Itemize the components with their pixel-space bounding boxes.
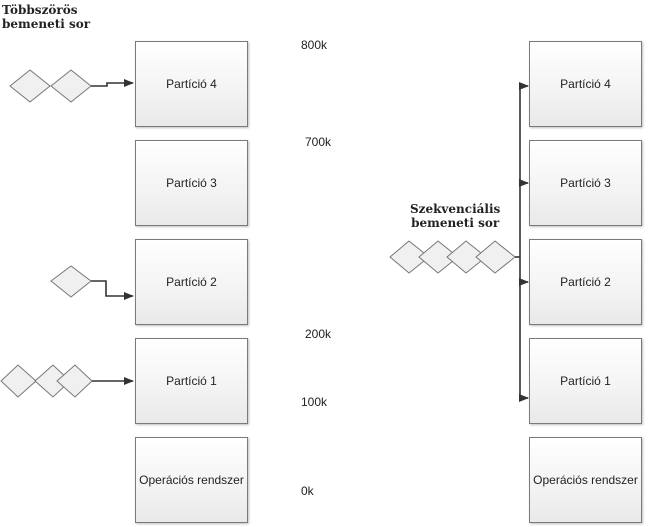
right-partition-3: Partíció 3 [529, 140, 642, 226]
queue-partition-2 [50, 265, 134, 300]
right-partition-2-label: Partíció 2 [560, 275, 611, 289]
address-0k: 0k [301, 484, 314, 498]
left-partition-2-label: Partíció 2 [166, 275, 217, 289]
address-700k: 700k [305, 135, 332, 149]
job-diamond [56, 364, 93, 398]
sequential-queue-title-line2: bemeneti sor [411, 216, 500, 230]
left-partition-1: Partíció 1 [135, 338, 248, 424]
right-partition-4: Partíció 4 [529, 41, 642, 127]
job-diamond [475, 240, 516, 274]
left-partition-4-label: Partíció 4 [166, 77, 217, 91]
left-partition-1-label: Partíció 1 [166, 374, 217, 388]
multiple-queue-title: Többszörös bemeneti sor [2, 3, 90, 31]
job-diamond [50, 265, 92, 298]
right-os-label: Operációs rendszer [533, 473, 638, 487]
arrow-to-partition-4 [91, 79, 134, 87]
left-partition-3: Partíció 3 [135, 140, 248, 226]
sequential-queue [389, 82, 529, 402]
job-diamond [9, 69, 51, 103]
multiple-queue-title-line1: Többszörös [2, 3, 78, 17]
right-operating-system: Operációs rendszer [529, 437, 642, 523]
job-diamond [50, 69, 92, 103]
right-partition-2: Partíció 2 [529, 239, 642, 325]
multiple-queue-title-line2: bemeneti sor [2, 17, 91, 31]
right-partition-1-label: Partíció 1 [560, 374, 611, 388]
sequential-queue-title: Szekvenciális bemeneti sor [410, 202, 500, 230]
address-200k: 200k [305, 327, 332, 341]
address-800k: 800k [301, 38, 328, 52]
right-partition-3-label: Partíció 3 [560, 176, 611, 190]
sequential-queue-title-line1: Szekvenciális [410, 202, 501, 216]
address-100k: 100k [301, 395, 328, 409]
arrow-to-partition-2 [91, 280, 134, 300]
left-operating-system: Operációs rendszer [135, 437, 248, 523]
left-partition-3-label: Partíció 3 [166, 176, 217, 190]
queue-partition-4 [9, 69, 134, 103]
right-partition-4-label: Partíció 4 [560, 77, 611, 91]
right-partition-1: Partíció 1 [529, 338, 642, 424]
left-os-label: Operációs rendszer [139, 473, 244, 487]
job-diamond [0, 364, 37, 398]
left-partition-4: Partíció 4 [135, 41, 248, 127]
queue-partition-1 [0, 364, 134, 398]
left-partition-2: Partíció 2 [135, 239, 248, 325]
